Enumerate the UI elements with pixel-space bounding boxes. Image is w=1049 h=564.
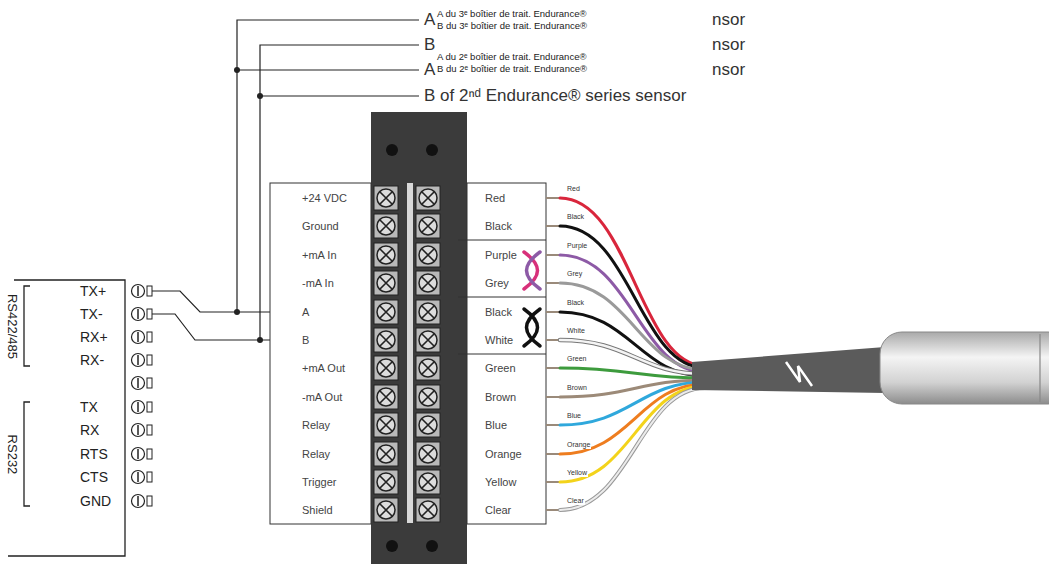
wire-color-name: Grey: [485, 277, 509, 290]
connector-pins: [132, 285, 153, 508]
sensor-label: B du 3ᵉ boîtier de trait. Endurance®: [437, 21, 587, 32]
wire-tag: Blue: [566, 412, 582, 420]
label-fragment: A: [424, 60, 435, 80]
pin-name: RTS: [80, 446, 108, 462]
label-fragment: nsor: [712, 35, 745, 55]
terminal-name: A: [302, 306, 309, 319]
pin-name: RX+: [80, 329, 108, 345]
serial-connector: [8, 280, 125, 556]
wire-tag: Orange: [566, 441, 591, 449]
wire-tag: Yellow: [566, 469, 588, 477]
pin-name: CTS: [80, 469, 108, 485]
sensor-wires: [560, 198, 705, 510]
terminal-name: +24 VDC: [302, 192, 347, 205]
wire-tag: Black: [566, 299, 585, 307]
wire-color-name: Purple: [485, 249, 517, 262]
label-fragment: B: [424, 35, 435, 55]
terminal-name: +mA In: [302, 249, 337, 262]
terminal-name: Relay: [302, 448, 330, 461]
terminal-name: Relay: [302, 419, 330, 432]
sensor-label: B du 2ᵉ boîtier de trait. Endurance®: [437, 64, 587, 75]
overlay-patch: [432, 4, 706, 80]
port-group: RS232: [5, 434, 20, 474]
pin-name: TX-: [80, 306, 103, 322]
wire-tag: Clear: [566, 497, 585, 505]
mount-hole: [426, 144, 438, 156]
mount-hole: [386, 144, 398, 156]
wire-tag: Green: [566, 355, 587, 363]
wire-tag: Grey: [566, 270, 583, 278]
sensor-body: [880, 332, 1049, 404]
sensor-label: B of 2ⁿᵈ Endurance® series sensor: [424, 86, 686, 106]
terminal-name: B: [302, 334, 309, 347]
wire-stubs: [546, 198, 560, 510]
wire-color-name: Green: [485, 362, 516, 375]
terminal-name: Trigger: [302, 476, 336, 489]
wire-tag: Purple: [566, 242, 588, 250]
wire-color-name: Black: [485, 220, 512, 233]
terminal-name: -mA Out: [302, 391, 342, 404]
wire-color-name: Clear: [485, 504, 511, 517]
mount-hole: [426, 540, 438, 552]
wire-color-name: White: [485, 334, 513, 347]
wire-color-name: Red: [485, 192, 505, 205]
wire-color-name: Black: [485, 306, 512, 319]
terminal-name: Ground: [302, 220, 339, 233]
label-fragment: nsor: [712, 10, 745, 30]
sensor-label: A du 2ᵉ boîtier de trait. Endurance®: [437, 52, 586, 63]
mount-hole: [386, 540, 398, 552]
label-fragment: A: [424, 10, 435, 30]
terminal-name: -mA In: [302, 277, 334, 290]
pin-name: GND: [80, 493, 111, 509]
block-divider: [407, 183, 413, 523]
wire-tag: Brown: [566, 384, 588, 392]
terminal-screws: [374, 186, 440, 522]
wire-color-name: Yellow: [485, 476, 516, 489]
terminal-name: +mA Out: [302, 362, 345, 375]
terminal-name: Shield: [302, 504, 333, 517]
twist-symbols: [524, 252, 540, 346]
pin-name: TX: [80, 399, 98, 415]
junction-dots: [234, 67, 263, 343]
wire-color-name: Orange: [485, 448, 522, 461]
wire-color-name: Blue: [485, 419, 507, 432]
pair-dividers: [458, 240, 546, 354]
cable-break: [786, 362, 812, 386]
wire-tag: White: [566, 327, 586, 335]
cable: [692, 347, 885, 393]
wire-color-name: Brown: [485, 391, 516, 404]
pin-name: TX+: [80, 283, 106, 299]
sensor-ring: [1039, 334, 1040, 402]
left-panel: [270, 183, 371, 524]
terminal-block: [371, 112, 467, 564]
label-fragment: nsor: [712, 60, 745, 80]
pin-name: RX: [80, 422, 99, 438]
sensor-label: A du 3ᵉ boîtier de trait. Endurance®: [437, 9, 586, 20]
wire-tag: Black: [566, 213, 585, 221]
port-group: RS422/485: [5, 293, 20, 358]
pin-name: RX-: [80, 352, 104, 368]
wire-tag: Red: [566, 185, 581, 193]
